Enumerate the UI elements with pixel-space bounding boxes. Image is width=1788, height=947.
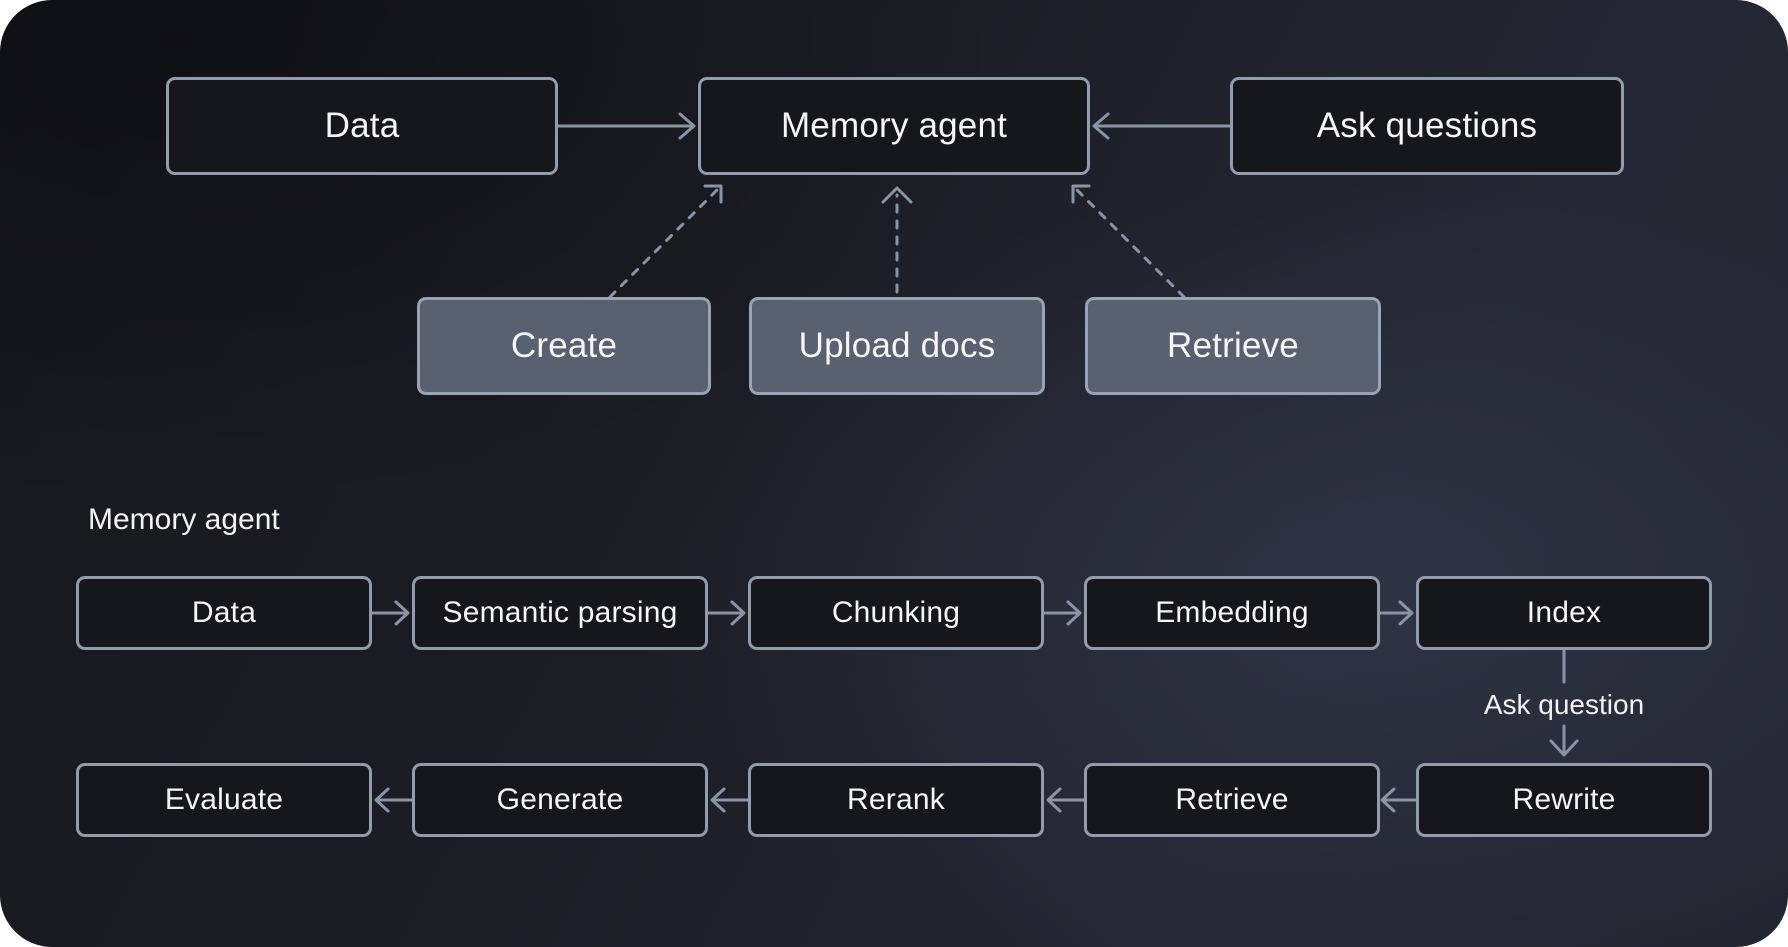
edge-create-to-memory-agent: [608, 184, 723, 299]
edge-rerank-to-generate: [710, 787, 750, 813]
edge-rewrite-to-retrieve: [1380, 787, 1418, 813]
edge-upload-docs-to-memory-agent: [881, 186, 913, 294]
node-generate: Generate: [412, 763, 708, 837]
edge-data-to-memory-agent: [556, 112, 696, 140]
edge-semantic-parsing-to-chunking: [706, 600, 746, 626]
node-index: Index: [1416, 576, 1712, 650]
ask-question-label: Ask question: [1483, 689, 1645, 720]
edge-chunking-to-embedding: [1042, 600, 1082, 626]
edge-data-to-semantic-parsing: [370, 600, 410, 626]
pipeline-section-label: Memory agent: [88, 503, 280, 536]
node-rerank: Rerank: [748, 763, 1044, 837]
node-upload-docs: Upload docs: [749, 297, 1045, 395]
node-data-overview: Data: [166, 77, 558, 175]
edge-retrieve-to-memory-agent: [1071, 184, 1186, 299]
node-pipeline-data: Data: [76, 576, 372, 650]
edge-retrieve-to-rerank: [1046, 787, 1086, 813]
node-retrieve-overview: Retrieve: [1085, 297, 1381, 395]
edge-generate-to-evaluate: [374, 787, 414, 813]
edge-ask-questions-to-memory-agent: [1092, 112, 1232, 140]
node-semantic-parsing: Semantic parsing: [412, 576, 708, 650]
edge-embedding-to-index: [1378, 600, 1414, 626]
node-evaluate: Evaluate: [76, 763, 372, 837]
node-chunking: Chunking: [748, 576, 1044, 650]
node-create: Create: [417, 297, 711, 395]
node-pipeline-retrieve: Retrieve: [1084, 763, 1380, 837]
node-memory-agent: Memory agent: [698, 77, 1090, 175]
node-rewrite: Rewrite: [1416, 763, 1712, 837]
node-embedding: Embedding: [1084, 576, 1380, 650]
node-ask-questions: Ask questions: [1230, 77, 1624, 175]
